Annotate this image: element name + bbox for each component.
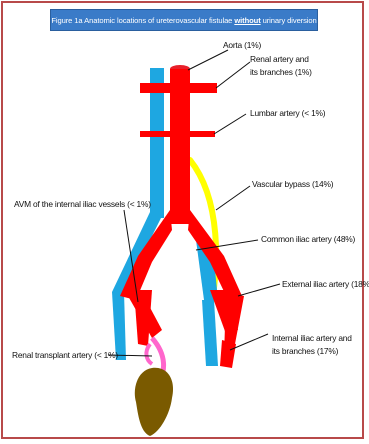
leader-external-iliac — [238, 284, 280, 296]
right-internal-iliac-vein — [202, 300, 218, 366]
leader-bypass — [216, 186, 250, 210]
label-lumbar-artery: Lumbar artery (< 1%) — [250, 108, 326, 118]
label-renal-transplant: Renal transplant artery (< 1%) — [12, 350, 118, 360]
leader-aorta — [188, 50, 228, 70]
lumbar-artery — [140, 131, 215, 137]
label-common-iliac: Common iliac artery (48%) — [261, 234, 356, 244]
distal-internal-iliac-artery — [220, 340, 236, 368]
label-renal-artery-line1: Renal artery and — [250, 54, 309, 64]
label-avm: AVM of the internal iliac vessels (< 1%) — [14, 199, 151, 209]
leader-renal — [216, 62, 250, 88]
transplant-ureter-bend — [146, 344, 152, 364]
label-internal-iliac-line2: its branches (17%) — [272, 346, 339, 356]
transplant-kidney — [135, 368, 173, 436]
label-internal-iliac-line1: Internal iliac artery and — [272, 333, 352, 343]
leader-lumbar — [214, 114, 246, 134]
label-external-iliac: External iliac artery (18%) — [282, 279, 369, 289]
renal-artery — [140, 83, 217, 93]
label-aorta: Aorta (1%) — [223, 40, 261, 50]
venous-system — [112, 68, 218, 366]
label-vascular-bypass: Vascular bypass (14%) — [252, 179, 334, 189]
arterial-system — [120, 65, 244, 368]
label-renal-artery-line2: its branches (1%) — [250, 67, 312, 77]
